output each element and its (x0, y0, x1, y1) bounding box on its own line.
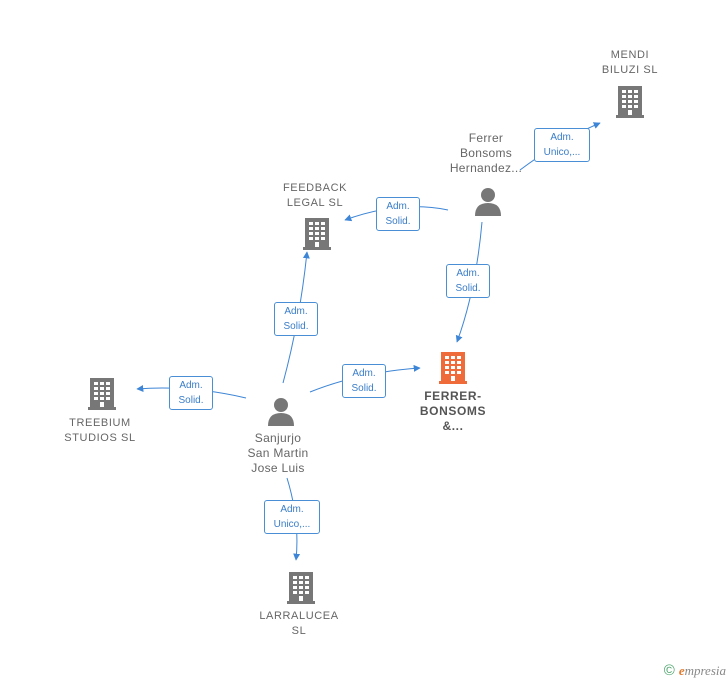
building-icon[interactable] (614, 84, 646, 118)
edge-label-e4[interactable]: Adm. Solid. (274, 302, 318, 336)
node-label-ferrer-bonsoms-company[interactable]: FERRER- BONSOMS &... (419, 389, 487, 433)
building-icon[interactable] (86, 376, 118, 410)
node-label-mendi-biluzi[interactable]: MENDI BILUZI SL (601, 49, 659, 76)
node-label-treebium-studios[interactable]: TREEBIUM STUDIOS SL (64, 417, 136, 444)
building-icon[interactable] (437, 350, 469, 384)
copyright-symbol: © (663, 662, 675, 679)
edge-label-e7[interactable]: Adm. Unico,... (264, 500, 320, 534)
edge-label-e3[interactable]: Adm. Solid. (446, 264, 490, 298)
brand-logo-letter: e (678, 663, 685, 678)
node-label-feedback-legal[interactable]: FEEDBACK LEGAL SL (282, 182, 348, 209)
node-label-sanjurjo[interactable]: Sanjurjo San Martin Jose Luis (247, 431, 309, 475)
node-label-ferrer-bonsoms-hernandez[interactable]: Ferrer Bonsoms Hernandez... (449, 131, 523, 175)
building-icon[interactable] (301, 216, 333, 250)
node-label-larralucea[interactable]: LARRALUCEA SL (259, 610, 339, 637)
person-icon[interactable] (473, 186, 503, 216)
brand-name: mpresia (684, 663, 726, 678)
edge-label-e6[interactable]: Adm. Solid. (169, 376, 213, 410)
edge-label-e1[interactable]: Adm. Unico,... (534, 128, 590, 162)
edge-label-e2[interactable]: Adm. Solid. (376, 197, 420, 231)
edge-label-e5[interactable]: Adm. Solid. (342, 364, 386, 398)
building-icon[interactable] (285, 570, 317, 604)
footer-brand[interactable]: ©empresia (664, 662, 726, 679)
person-icon[interactable] (266, 396, 296, 426)
